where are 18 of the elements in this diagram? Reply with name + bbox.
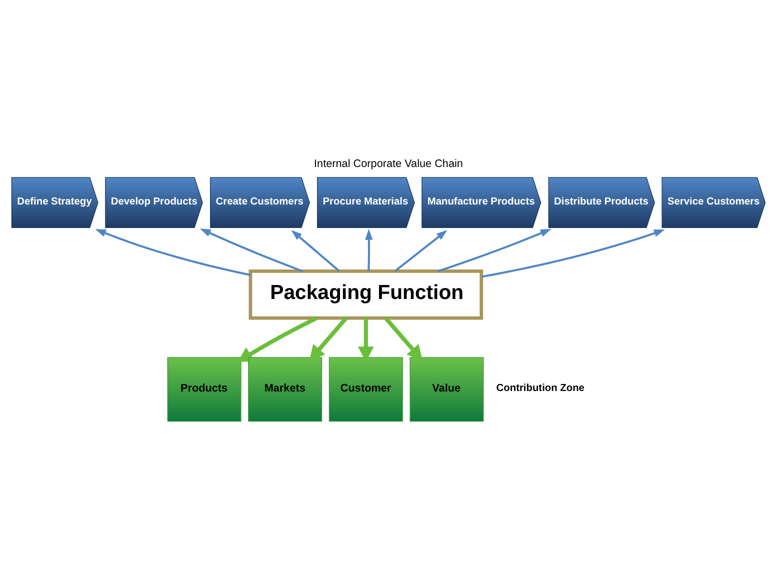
node-box: Value: [410, 357, 484, 422]
diagram-title: Internal Corporate Value Chain: [314, 158, 463, 170]
arrow: [394, 230, 448, 272]
arrow: [200, 228, 303, 272]
arrow: [237, 316, 318, 362]
arrow: [481, 230, 665, 278]
arrow: [358, 318, 374, 362]
node-box: Customer: [328, 357, 403, 422]
arrow: [365, 228, 373, 272]
arrow: [438, 228, 552, 272]
node-box: Products: [167, 357, 242, 422]
arrow: [95, 229, 251, 276]
node-box: Markets: [248, 357, 322, 422]
arrow: [291, 230, 340, 272]
arrow: [384, 316, 423, 361]
node-box: Packaging Function: [248, 269, 484, 320]
label: Contribution Zone: [496, 383, 584, 394]
arrow: [309, 316, 348, 361]
